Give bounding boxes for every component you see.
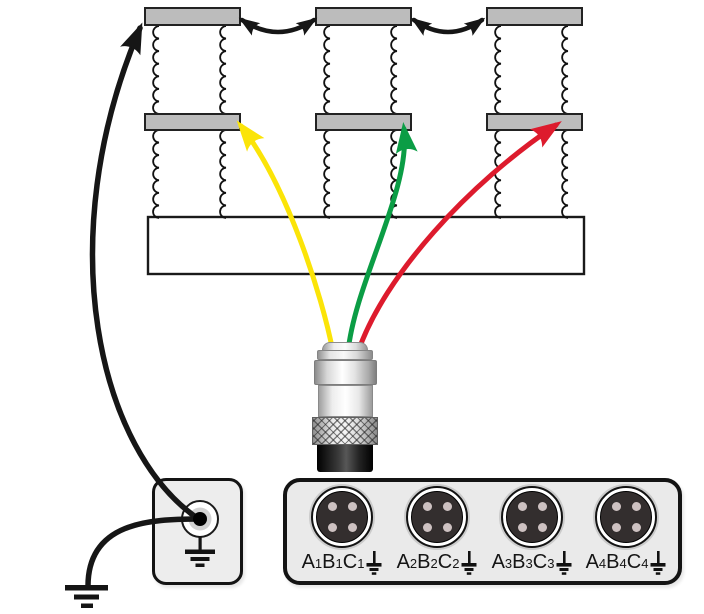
breaker-pole-3 (486, 7, 583, 219)
socket-pin (423, 502, 432, 511)
socket-pin (348, 502, 357, 511)
cable-plug (310, 342, 380, 474)
insulator-coil (152, 129, 160, 219)
socket-pin (518, 502, 527, 511)
panel-port-3 (501, 486, 563, 548)
ground-icon (650, 551, 666, 575)
breaker-pole-1 (144, 7, 241, 219)
socket-pin (423, 523, 432, 532)
port-label-text: A2B2C2 (396, 551, 460, 573)
socket-pin (518, 523, 527, 532)
port-label-4: A4B4C4 (571, 551, 681, 575)
phase-arrow-yellow (236, 120, 336, 355)
external-ground-symbol (65, 585, 108, 608)
ground-icon (556, 551, 572, 575)
insulator-coil (390, 25, 398, 115)
port-label-2: A2B2C2 (382, 551, 492, 575)
socket-pin (443, 502, 452, 511)
breaker-base (146, 215, 586, 276)
plug-barrel-upper (314, 360, 377, 385)
insulator-coil (323, 129, 331, 219)
socket-pin (328, 523, 337, 532)
ground-icon (461, 551, 477, 575)
pole-mid-terminal (144, 113, 241, 131)
insulator-coil (561, 129, 569, 219)
insulator-coil (219, 129, 227, 219)
port-label-3: A3B3C3 (477, 551, 587, 575)
phase-arrow-red (355, 121, 562, 355)
pole-top-cap (144, 7, 241, 26)
source-wire-to-pole1-top (89, 22, 203, 523)
socket-pin (632, 502, 641, 511)
plug-knurled-ring (312, 417, 378, 445)
breaker-pole-2 (315, 7, 412, 219)
ground-icon (366, 551, 382, 575)
socket-pin (612, 523, 621, 532)
socket-face (316, 491, 368, 543)
plug-base (317, 445, 373, 472)
ground-terminal-box (152, 478, 243, 585)
insulator-coil (219, 25, 227, 115)
plug-flange (317, 350, 373, 360)
socket-pin (632, 523, 641, 532)
port-label-text: A1B1C1 (301, 551, 365, 573)
port-label-text: A4B4C4 (585, 551, 649, 573)
top-link-arrows (238, 17, 486, 36)
link-arrow-1-2 (238, 17, 318, 36)
socket-face (600, 491, 652, 543)
insulator-coil (494, 129, 502, 219)
plug-barrel-lower (318, 385, 373, 417)
socket-face (411, 491, 463, 543)
pole-mid-terminal (486, 113, 583, 131)
pole-mid-terminal (315, 113, 412, 131)
insulator-coil (494, 25, 502, 115)
panel-port-4 (595, 486, 657, 548)
insulator-coil (152, 25, 160, 115)
panel-port-1 (311, 486, 373, 548)
socket-pin (612, 502, 621, 511)
socket-pin (443, 523, 452, 532)
socket-pin (538, 523, 547, 532)
socket-pin (328, 502, 337, 511)
link-arrow-2-3 (410, 17, 486, 36)
socket-pin (538, 502, 547, 511)
insulator-coil (561, 25, 569, 115)
socket-face (506, 491, 558, 543)
phase-arrow-green (345, 122, 418, 355)
panel-port-2 (406, 486, 468, 548)
insulator-coil (323, 25, 331, 115)
pole-top-cap (315, 7, 412, 26)
port-label-text: A3B3C3 (491, 551, 555, 573)
pole-top-cap (486, 7, 583, 26)
insulator-coil (390, 129, 398, 219)
socket-pin (348, 523, 357, 532)
port-label-1: A1B1C1 (287, 551, 397, 575)
